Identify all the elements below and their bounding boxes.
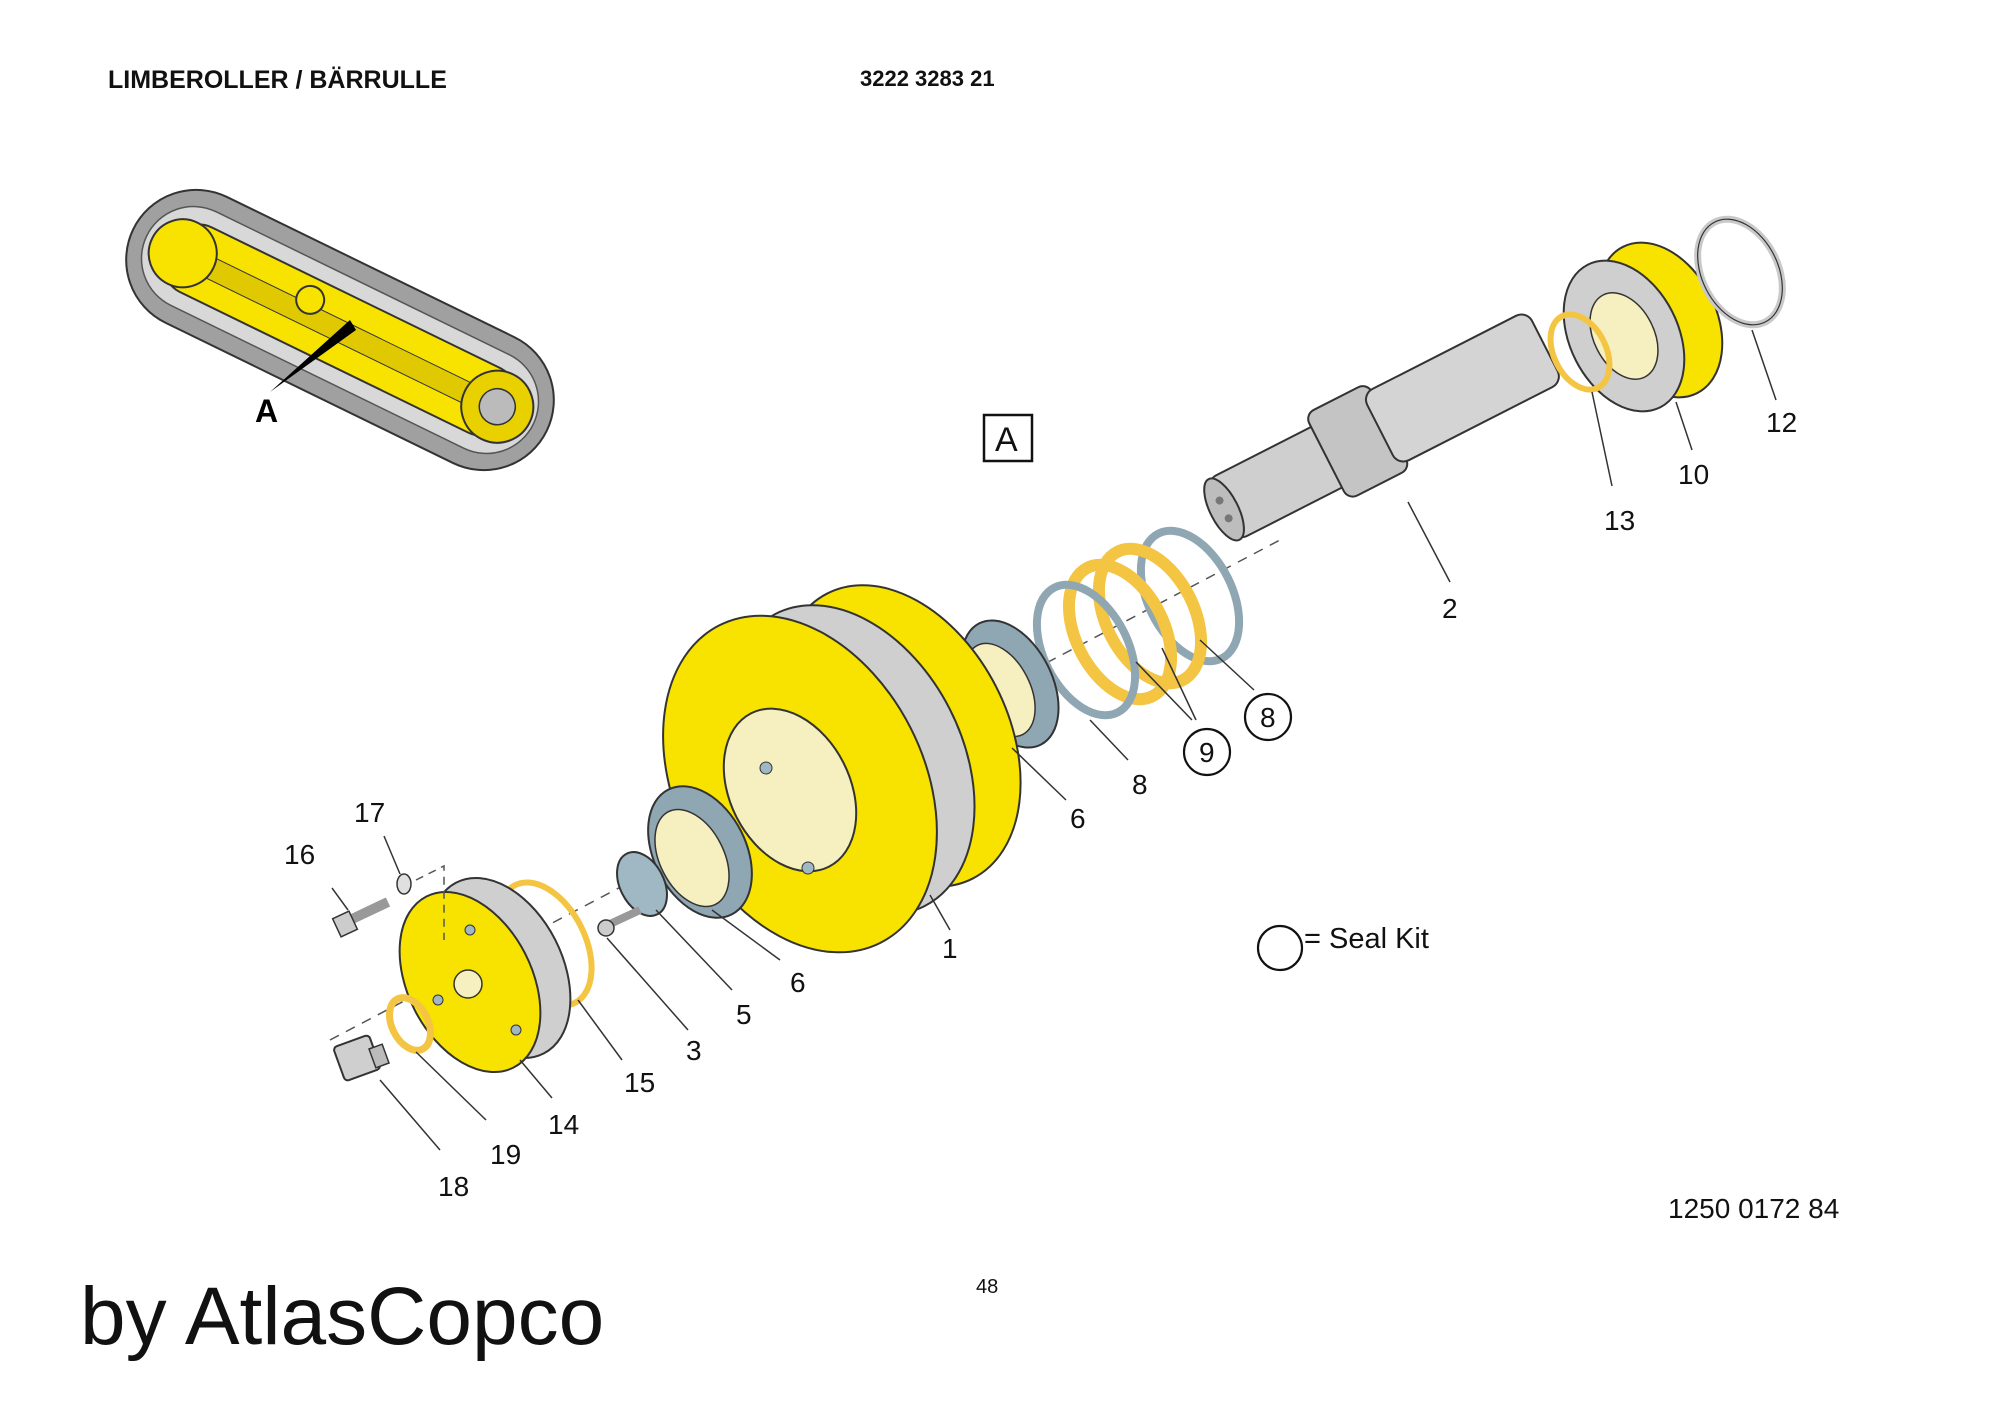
diagram-title: LIMBEROLLER / BÄRRULLE (108, 66, 447, 94)
callout-6a: 6 (790, 967, 806, 998)
locator-arrow (270, 320, 356, 392)
callout-14: 14 (548, 1109, 579, 1140)
callout-12: 12 (1766, 407, 1797, 438)
callout-15: 15 (624, 1067, 655, 1098)
document-number: 1250 0172 84 (1668, 1193, 1840, 1224)
seal-kit-marker-8 (1243, 692, 1293, 742)
callout-2: 2 (1442, 593, 1458, 624)
screw-small (597, 906, 642, 937)
bolt (331, 897, 391, 938)
callout-1: 1 (942, 933, 958, 964)
callout-16: 16 (284, 839, 315, 870)
roller-locator (295, 284, 326, 315)
plug-seal-ring (386, 994, 434, 1054)
brand-watermark: by AtlasCopco (80, 1271, 605, 1362)
callout-labels: 1 2 3 5 6 6 8 8 9 10 12 13 14 15 16 17 1… (284, 407, 1797, 1202)
callout-3: 3 (686, 1035, 702, 1066)
seal-kit-marker-9 (1182, 727, 1232, 777)
callout-9: 9 (1199, 737, 1215, 768)
drain-plug (333, 1034, 390, 1082)
callout-6b: 6 (1070, 803, 1086, 834)
roller-body (662, 584, 1022, 954)
callout-10: 10 (1678, 459, 1709, 490)
track-overview: A (125, 188, 555, 472)
outer-housing (1562, 241, 1724, 413)
bearing-left (647, 785, 753, 919)
washer (616, 851, 668, 917)
view-box (982, 413, 1034, 463)
page-number: 48 (976, 1276, 999, 1298)
callout-8b: 8 (1260, 702, 1276, 733)
callout-8a: 8 (1132, 769, 1148, 800)
seal-group (1032, 526, 1244, 720)
o-ring-shaft (1547, 311, 1613, 393)
callout-19: 19 (490, 1139, 521, 1170)
view-label: A (995, 421, 1018, 459)
shaft (1203, 313, 1560, 542)
floating-seal (1092, 542, 1208, 690)
idler-wheel (147, 218, 218, 289)
part-number: 3222 3283 21 (860, 66, 995, 91)
callout-17: 17 (354, 797, 385, 828)
end-cover (398, 876, 572, 1074)
seal-kit-legend: = Seal Kit (1304, 923, 1429, 955)
leader-lines (331, 329, 1777, 1151)
callout-5: 5 (736, 999, 752, 1030)
callout-13: 13 (1604, 505, 1635, 536)
seal-kit-legend-icon (1256, 924, 1304, 972)
callout-18: 18 (438, 1171, 469, 1202)
locator-label: A (255, 393, 278, 429)
bolt-washer (396, 873, 412, 895)
